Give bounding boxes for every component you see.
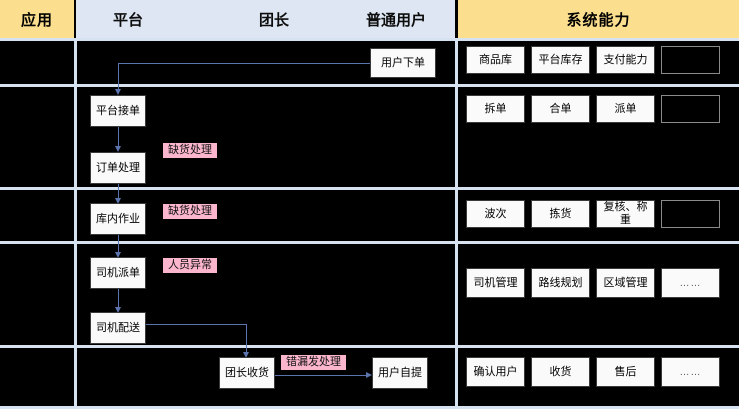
grid-hline-1 [0, 84, 739, 87]
tag-wrong-missing-delivery[interactable]: 错漏发处理 [281, 355, 346, 370]
capability-area-management-label: 区域管理 [603, 276, 648, 289]
grid-hline-3 [0, 241, 739, 244]
header-cell-application: 应用 [0, 0, 74, 38]
header-application-label: 应用 [20, 11, 53, 29]
capability-payment-ability[interactable]: 支付能力 [596, 46, 655, 74]
arrow-into-leader-receive [242, 352, 249, 358]
capability-receive-goods-label: 收货 [549, 365, 572, 378]
flow-box-driver-dispatch-label: 司机派单 [96, 266, 140, 279]
capability-receive-goods[interactable]: 收货 [531, 357, 590, 387]
role-label-leader: 团长 [226, 0, 322, 38]
connector-accept-to-processing [118, 127, 119, 147]
grid-hline-4 [0, 345, 739, 348]
tag-out-of-stock-2-label: 缺货处理 [168, 205, 212, 217]
flow-box-driver-delivery-label: 司机配送 [96, 321, 140, 334]
connector-warehouse-to-driver [118, 235, 119, 254]
capability-picking[interactable]: 拣货 [531, 200, 590, 228]
grid-vline-app [74, 38, 77, 409]
flow-box-leader-receive[interactable]: 团长收货 [219, 357, 275, 389]
capability-wave[interactable]: 波次 [466, 200, 525, 228]
diagram-header: 应用 系统能力 平台 团长 普通用户 [0, 0, 739, 38]
capability-platform-stock-label: 平台库存 [538, 53, 583, 66]
role-label-user: 普通用户 [344, 0, 448, 38]
flow-box-order-processing[interactable]: 订单处理 [90, 152, 146, 184]
capability-review-weigh[interactable]: 复核、称重 [596, 200, 655, 228]
flow-box-warehouse-operation-label: 库内作业 [96, 212, 140, 225]
capability-route-planning-label: 路线规划 [538, 276, 583, 289]
arrow-into-user-pickup [366, 371, 372, 378]
capability-merge-order[interactable]: 合单 [531, 95, 590, 123]
connector-dispatch-to-delivery [118, 289, 119, 308]
flow-box-user-self-pickup[interactable]: 用户自提 [372, 357, 428, 389]
capability-confirm-user-label: 确认用户 [473, 365, 518, 378]
header-cell-roles [76, 0, 455, 38]
tag-out-of-stock-handling-2[interactable]: 缺货处理 [163, 204, 217, 219]
flow-box-warehouse-operation[interactable]: 库内作业 [90, 203, 146, 235]
arrow-into-driver-delivery [114, 307, 121, 313]
capability-wave-label: 波次 [484, 207, 507, 220]
capability-dispatch-order[interactable]: 派单 [596, 95, 655, 123]
capability-split-order-label: 拆单 [484, 102, 507, 115]
flow-box-platform-accept-order[interactable]: 平台接单 [90, 95, 146, 127]
connector-order-to-platform-v [118, 63, 119, 90]
role-label-platform: 平台 [80, 0, 176, 38]
capability-after-sales[interactable]: 售后 [596, 357, 655, 387]
capability-payment-ability-label: 支付能力 [603, 53, 648, 66]
arrow-into-order-processing [114, 146, 121, 152]
tag-staff-exception-label: 人员异常 [168, 259, 212, 271]
capability-placeholder-2[interactable] [661, 95, 720, 123]
flow-box-user-place-order[interactable]: 用户下单 [370, 48, 436, 78]
flow-box-user-place-order-label: 用户下单 [381, 56, 425, 69]
tag-out-of-stock-1-label: 缺货处理 [168, 144, 212, 156]
grid-hline-5 [0, 406, 739, 409]
capability-review-weigh-label: 复核、称重 [603, 201, 648, 226]
capability-dispatch-order-label: 派单 [614, 102, 637, 115]
grid-hline-2 [0, 187, 739, 190]
capability-area-management[interactable]: 区域管理 [596, 268, 655, 298]
capability-more-2[interactable]: …… [661, 357, 720, 387]
capability-after-sales-label: 售后 [614, 365, 637, 378]
capability-goods-library-label: 商品库 [479, 53, 512, 66]
capability-picking-label: 拣货 [549, 207, 572, 220]
capability-driver-management-label: 司机管理 [473, 276, 518, 289]
arrow-into-warehouse-operation [114, 198, 121, 204]
arrow-into-driver-dispatch [114, 252, 121, 258]
flow-box-driver-delivery[interactable]: 司机配送 [90, 312, 146, 344]
tag-wrong-missing-label: 错漏发处理 [286, 356, 341, 368]
grid-vline-system [455, 38, 458, 409]
role-user-text: 普通用户 [365, 11, 426, 29]
capability-driver-management[interactable]: 司机管理 [466, 268, 525, 298]
flow-box-driver-dispatch[interactable]: 司机派单 [90, 257, 146, 289]
capability-more-1[interactable]: …… [661, 268, 720, 298]
tag-out-of-stock-handling-1[interactable]: 缺货处理 [163, 143, 217, 158]
capability-route-planning[interactable]: 路线规划 [531, 268, 590, 298]
capability-merge-order-label: 合单 [549, 102, 572, 115]
capability-placeholder-1[interactable] [661, 46, 720, 74]
header-system-label: 系统能力 [566, 11, 631, 29]
grid-hline-header [0, 38, 739, 41]
capability-confirm-user[interactable]: 确认用户 [466, 357, 525, 387]
connector-delivery-to-leader-v [246, 324, 247, 353]
capability-goods-library[interactable]: 商品库 [466, 46, 525, 74]
connector-processing-to-warehouse [118, 184, 119, 200]
capability-placeholder-3[interactable] [661, 200, 720, 228]
role-platform-text: 平台 [112, 11, 143, 29]
flow-box-order-processing-label: 订单处理 [96, 161, 140, 174]
arrow-into-platform-accept [114, 89, 121, 95]
capability-platform-stock[interactable]: 平台库存 [531, 46, 590, 74]
flow-box-leader-receive-label: 团长收货 [225, 366, 269, 379]
connector-leader-to-pickup [275, 375, 367, 376]
capability-split-order[interactable]: 拆单 [466, 95, 525, 123]
tag-staff-exception[interactable]: 人员异常 [163, 258, 217, 273]
connector-delivery-to-leader-h [146, 324, 247, 325]
capability-more-2-label: …… [679, 366, 702, 378]
connector-order-to-platform-h [118, 63, 370, 64]
role-leader-text: 团长 [258, 11, 289, 29]
capability-more-1-label: …… [679, 277, 702, 289]
flow-box-user-self-pickup-label: 用户自提 [378, 366, 422, 379]
flow-box-platform-accept-order-label: 平台接单 [96, 104, 140, 117]
header-cell-system-capability: 系统能力 [458, 0, 739, 38]
